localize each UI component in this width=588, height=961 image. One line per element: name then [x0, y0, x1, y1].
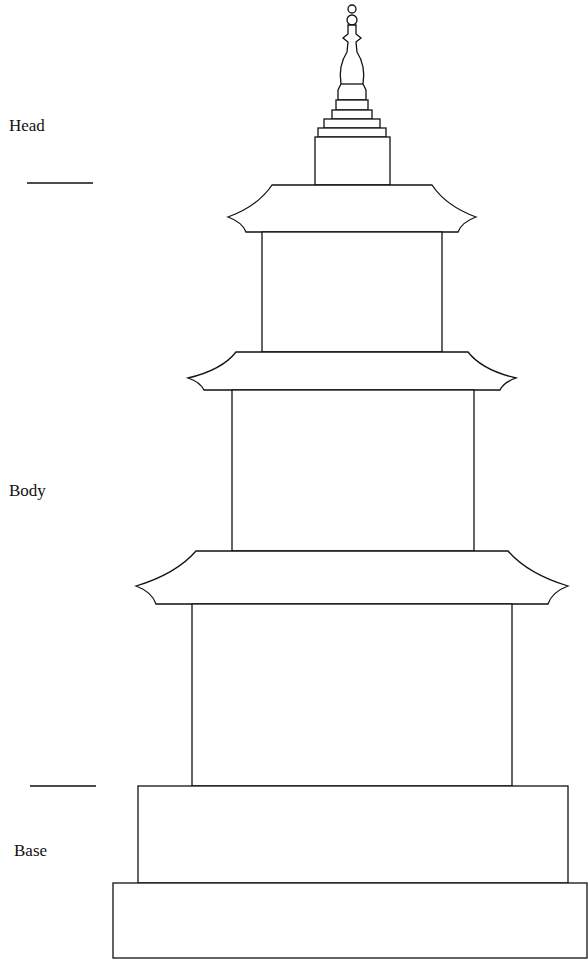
storey — [192, 604, 512, 786]
spire-step — [332, 110, 372, 119]
storey — [232, 390, 474, 551]
finial-ball — [347, 15, 357, 25]
part-label: Base — [14, 842, 47, 859]
base-platform — [113, 883, 587, 958]
spire-base — [336, 100, 368, 110]
part-label: Body — [9, 482, 46, 499]
roof — [188, 352, 516, 390]
storey — [262, 232, 442, 352]
head-block — [315, 137, 390, 185]
spire-step — [318, 128, 386, 137]
finial-ball — [348, 5, 356, 13]
part-label: Head — [9, 117, 45, 134]
spire-ring — [341, 83, 363, 84]
separator-line — [27, 182, 93, 183]
spire — [338, 25, 366, 100]
spire-step — [324, 119, 380, 128]
roof — [136, 551, 568, 604]
base-platform — [138, 786, 568, 883]
separator-line — [30, 785, 96, 786]
roof — [228, 185, 476, 232]
